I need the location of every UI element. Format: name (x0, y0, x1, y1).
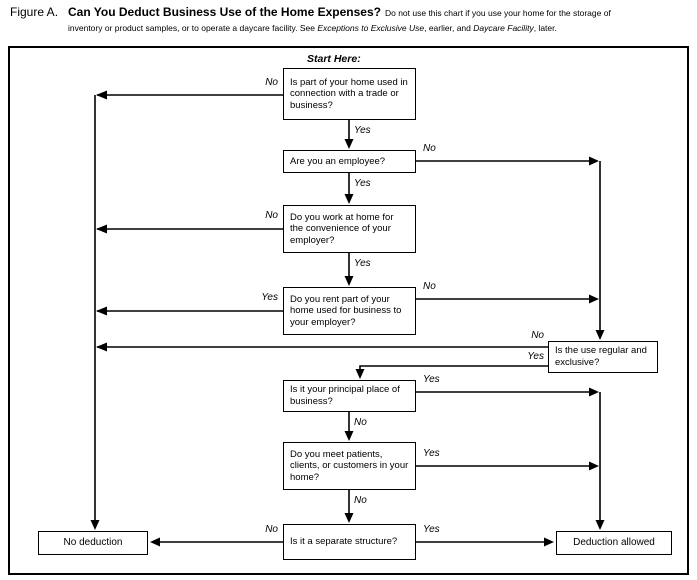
node-separate-structure: Is it a separate structure? (283, 524, 416, 560)
edge-label-q6-yes: Yes (423, 374, 440, 385)
edge-label-q2-yes: Yes (354, 178, 371, 189)
figure-title: Can You Deduct Business Use of the Home … (68, 5, 381, 19)
terminal-no-deduction: No deduction (38, 531, 148, 555)
figure-note-part2: , earlier, and (424, 23, 474, 33)
edge-label-q8-no: No (265, 524, 278, 535)
edge-label-q3-yes: Yes (354, 258, 371, 269)
edge-label-q3-no: No (265, 210, 278, 221)
edge-label-q5-yes: Yes (527, 351, 544, 362)
start-here-label: Start Here: (307, 53, 361, 65)
edge-label-q2-no: No (423, 143, 436, 154)
node-meet-patients-at-home: Do you meet patients, clients, or custom… (283, 442, 416, 490)
edge-label-q1-yes: Yes (354, 125, 371, 136)
edge-label-q4-yes: Yes (261, 292, 278, 303)
node-principal-place-of-business: Is it your principal place of business? (283, 380, 416, 412)
edge-label-q6-no: No (354, 417, 367, 428)
figure-note-italic1: Exceptions to Exclusive Use (317, 23, 425, 33)
edge-label-q7-no: No (354, 495, 367, 506)
node-are-you-employee: Are you an employee? (283, 150, 416, 173)
edge-label-q1-no: No (265, 77, 278, 88)
edge-label-q7-yes: Yes (423, 448, 440, 459)
node-rent-home-to-employer: Do you rent part of your home used for b… (283, 287, 416, 335)
figure-note-part1: Do not use this chart if you use your ho… (68, 8, 611, 33)
terminal-deduction-allowed: Deduction allowed (556, 531, 672, 555)
node-regular-and-exclusive-use: Is the use regular and exclusive? (548, 341, 658, 373)
node-work-at-home-convenience: Do you work at home for the convenience … (283, 205, 416, 253)
edge-label-q8-yes: Yes (423, 524, 440, 535)
node-home-used-for-business: Is part of your home used in connection … (283, 68, 416, 120)
figure-note-part3: , later. (533, 23, 557, 33)
figure-header-text: Can You Deduct Business Use of the Home … (68, 5, 643, 35)
edge-label-q5-no: No (531, 330, 544, 341)
edge-label-q4-no: No (423, 281, 436, 292)
figure-header: Figure A. Can You Deduct Business Use of… (0, 0, 697, 35)
figure-label: Figure A. (10, 5, 59, 19)
figure-note-italic2: Daycare Facility (473, 23, 534, 33)
